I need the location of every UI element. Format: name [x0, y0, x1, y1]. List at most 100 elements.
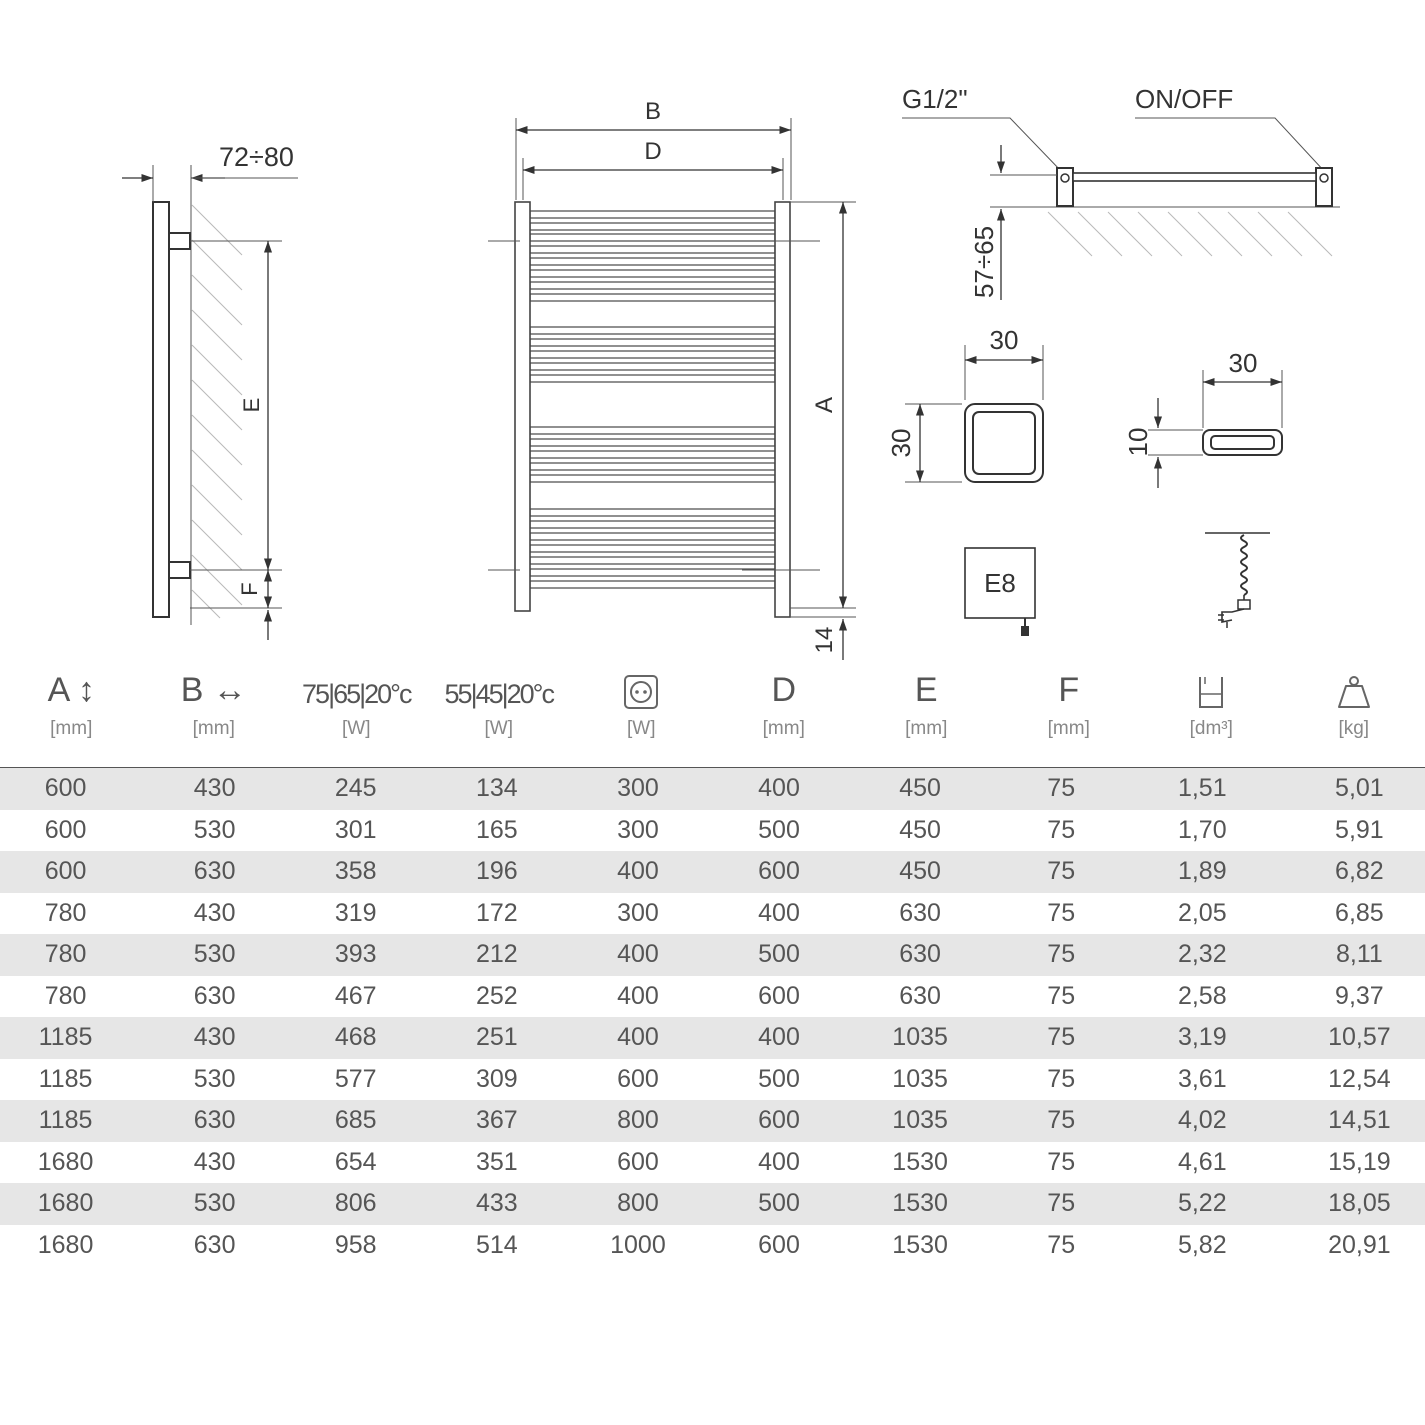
table-cell: 5,01: [1335, 774, 1384, 803]
table-cell: 1,51: [1177, 774, 1227, 803]
table-cell: 806: [334, 1189, 377, 1218]
table-cell: 500: [758, 1189, 800, 1218]
table-cell: 358: [334, 857, 377, 886]
table-cell: 630: [899, 940, 941, 969]
table-cell: 400: [617, 1023, 659, 1052]
table-cell: 5,82: [1177, 1230, 1227, 1259]
table-cell: 1530: [892, 1189, 948, 1218]
table-cell: 6,85: [1335, 898, 1384, 927]
table-cell: 14,51: [1328, 1106, 1391, 1135]
table-cell: 600: [758, 1106, 800, 1135]
table-cell: 3,61: [1177, 1064, 1227, 1093]
header-unit: [dm³]: [1189, 718, 1233, 739]
table-cell: 1680: [37, 1230, 94, 1259]
table-cell: 9,37: [1335, 981, 1384, 1010]
table-cell: 75: [1047, 940, 1076, 969]
header-symbol: 55|45|20°c: [444, 679, 555, 709]
right-collector: [774, 201, 791, 618]
table-cell: 1680: [37, 1189, 94, 1218]
top-rail: [1072, 172, 1317, 182]
table-cell: 430: [193, 774, 236, 803]
table-cell: 654: [334, 1147, 377, 1176]
header-unit: [W]: [342, 718, 371, 739]
table-cell: 433: [475, 1189, 518, 1218]
table-cell: 577: [334, 1064, 377, 1093]
header-symbol: 75|65|20°c: [302, 679, 412, 709]
table-cell: 75: [1047, 1147, 1076, 1176]
table-cell: 630: [193, 857, 236, 886]
table-cell: 12,54: [1328, 1064, 1391, 1093]
cable-plug-icon: [1205, 532, 1270, 628]
table-cell: 1000: [610, 1230, 666, 1259]
table-cell: 367: [475, 1106, 518, 1135]
table-cell: 400: [758, 774, 800, 803]
table-cell: 600: [617, 1064, 659, 1093]
header-weight: [kg]: [1283, 660, 1425, 767]
table-header-row: A ↕ [mm] B ↔ [mm] 75|65|20°c [W] 55|45|2…: [0, 660, 1425, 768]
header-unit: [mm]: [1047, 718, 1090, 739]
header-symbol: F: [1058, 671, 1080, 709]
volume-icon: [1199, 677, 1224, 708]
header-symbol: A ↕: [47, 671, 95, 709]
table-cell: 450: [899, 815, 941, 844]
table-cell: 251: [475, 1023, 518, 1052]
a-dimension-label: A: [811, 397, 838, 413]
table-cell: 430: [193, 1147, 236, 1176]
header-symbol: E: [914, 671, 938, 709]
header-unit: [kg]: [1338, 718, 1370, 739]
header-unit: [mm]: [905, 718, 948, 739]
table-cell: 780: [44, 940, 87, 969]
table-cell: 4,61: [1177, 1147, 1227, 1176]
table-cell: 780: [44, 981, 87, 1010]
table-cell: 252: [475, 981, 518, 1010]
table-cell: 600: [44, 857, 87, 886]
flat-height-label: 10: [1123, 428, 1153, 457]
table-cell: 4,02: [1177, 1106, 1227, 1135]
table-cell: 600: [758, 981, 800, 1010]
connection-thread-label: G1/2": [902, 84, 968, 114]
wall-distance-label: 57÷65: [969, 226, 999, 298]
table-cell: 301: [334, 815, 377, 844]
table-cell: 630: [899, 981, 941, 1010]
heater-e8-icon: E8: [964, 547, 1036, 636]
header-unit: [W]: [484, 718, 514, 739]
flat-width-label: 30: [1229, 348, 1258, 378]
table-cell: 630: [899, 898, 941, 927]
table-cell: 1530: [892, 1147, 948, 1176]
table-cell: 400: [758, 1147, 800, 1176]
table-cell: 468: [334, 1023, 377, 1052]
table-cell: 600: [758, 1230, 800, 1259]
table-cell: 1035: [892, 1106, 948, 1135]
table-cell: 450: [899, 857, 941, 886]
table-cell: 75: [1047, 815, 1076, 844]
table-cell: 530: [193, 815, 236, 844]
table-cell: 300: [617, 774, 659, 803]
f-dimension-label: F: [237, 582, 262, 595]
table-cell: 75: [1047, 981, 1076, 1010]
heater-e8-label: E8: [984, 568, 1016, 598]
table-cell: 75: [1047, 1189, 1076, 1218]
specification-table: A ↕ [mm] B ↔ [mm] 75|65|20°c [W] 55|45|2…: [0, 660, 1425, 1266]
table-cell: 400: [758, 898, 800, 927]
table-cell: 300: [617, 898, 659, 927]
technical-drawing: 72÷80 E F B D: [122, 84, 1340, 660]
header-width: B ↔ [mm]: [143, 660, 286, 767]
table-cell: 400: [617, 940, 659, 969]
b-dimension-label: B: [645, 98, 661, 125]
table-cell: 1185: [38, 1106, 93, 1135]
table-cell: 450: [899, 774, 941, 803]
table-cell: 530: [193, 940, 236, 969]
header-unit: [mm]: [762, 718, 805, 739]
table-cell: 20,91: [1328, 1230, 1391, 1259]
table-cell: 1035: [892, 1064, 948, 1093]
header-spacing-d: D [mm]: [713, 660, 856, 767]
header-unit: [mm]: [192, 718, 235, 739]
